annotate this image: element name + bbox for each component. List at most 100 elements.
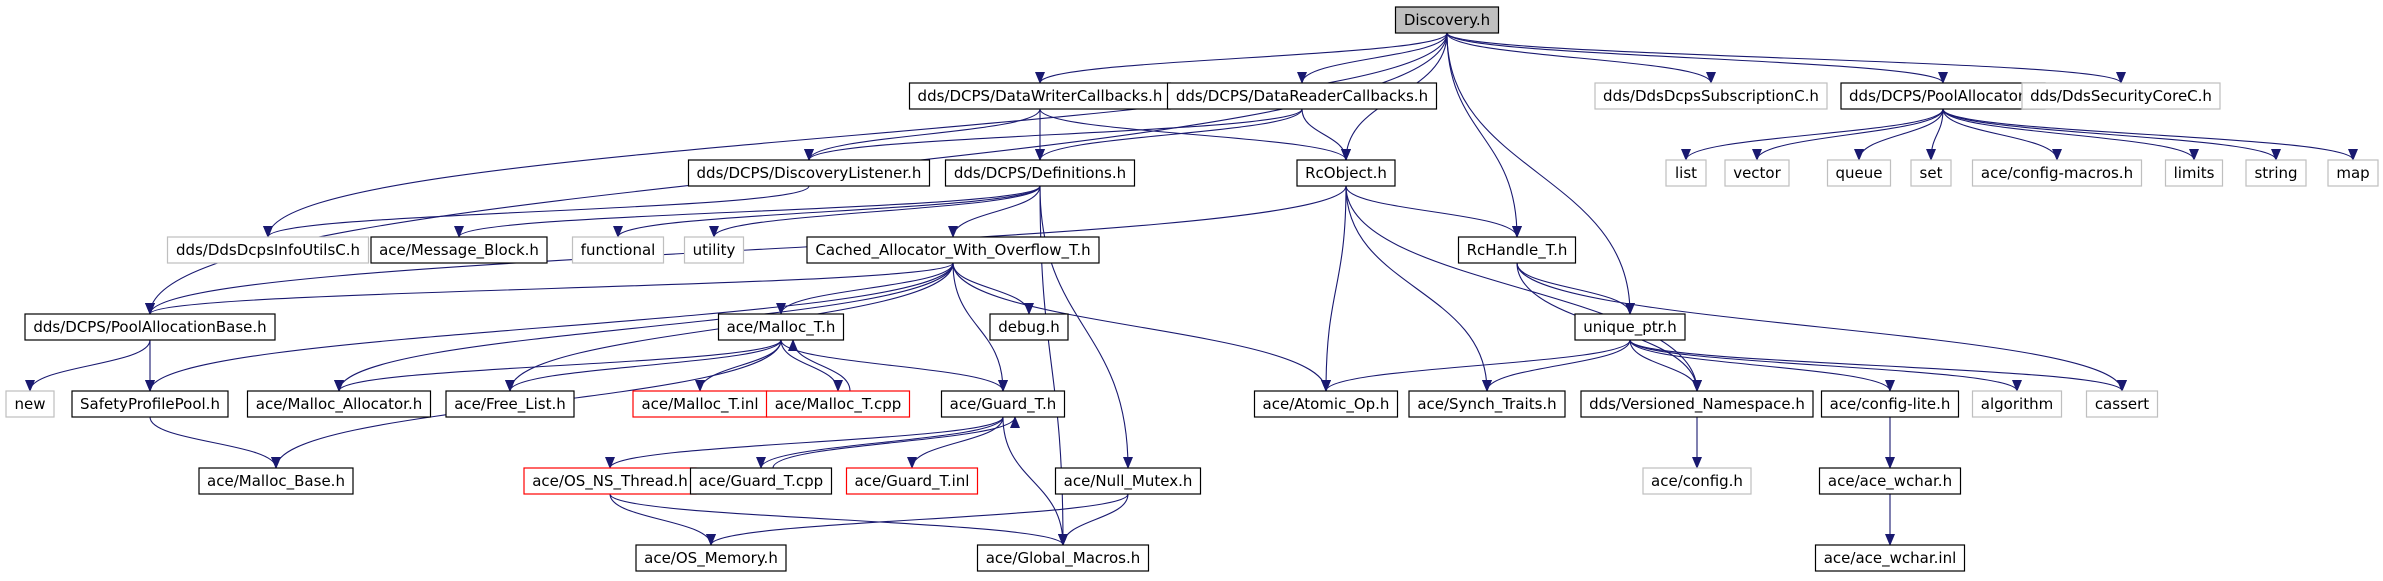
node-versioned[interactable]: dds/Versioned_Namespace.h (1580, 390, 1814, 418)
node-box[interactable] (445, 390, 575, 418)
node-mallocbase[interactable]: ace/Malloc_Base.h (198, 467, 354, 495)
node-debug[interactable]: debug.h (989, 313, 1069, 341)
node-drcb[interactable]: dds/DCPS/DataReaderCallbacks.h (1166, 82, 1438, 110)
node-poolbase[interactable]: dds/DCPS/PoolAllocationBase.h (24, 313, 276, 341)
node-box[interactable] (370, 236, 548, 264)
node-box[interactable] (166, 236, 370, 264)
node-box[interactable] (1642, 467, 1752, 495)
node-rcobj[interactable]: RcObject.h (1296, 159, 1396, 187)
node-box[interactable] (1814, 544, 1966, 572)
node-nullmutex[interactable]: ace/Null_Mutex.h (1054, 467, 1202, 495)
node-guardcpp[interactable]: ace/Guard_T.cpp (689, 467, 833, 495)
node-box[interactable] (1724, 159, 1790, 187)
node-box[interactable] (683, 236, 745, 264)
node-box[interactable] (1820, 390, 1960, 418)
node-acewcharinl[interactable]: ace/ace_wchar.inl (1814, 544, 1966, 572)
node-box[interactable] (989, 313, 1069, 341)
node-aceconfig[interactable]: ace/config.h (1642, 467, 1752, 495)
node-poolalloc[interactable]: dds/DCPS/PoolAllocator.h (1840, 82, 2046, 110)
node-box[interactable] (687, 159, 931, 187)
node-new[interactable]: new (5, 390, 55, 418)
node-subc[interactable]: dds/DdsDcpsSubscriptionC.h (1594, 82, 1828, 110)
node-cached[interactable]: Cached_Allocator_With_Overflow_T.h (806, 236, 1100, 264)
node-box[interactable] (2164, 159, 2224, 187)
node-box[interactable] (1580, 390, 1814, 418)
node-box[interactable] (806, 236, 1100, 264)
node-functional[interactable]: functional (571, 236, 665, 264)
node-box[interactable] (1840, 82, 2046, 110)
node-atomic[interactable]: ace/Atomic_Op.h (1253, 390, 1399, 418)
node-box[interactable] (1971, 159, 2143, 187)
node-guardt[interactable]: ace/Guard_T.h (940, 390, 1066, 418)
node-acewchar[interactable]: ace/ace_wchar.h (1818, 467, 1962, 495)
node-list[interactable]: list (1665, 159, 1707, 187)
node-box[interactable] (1408, 390, 1566, 418)
node-synch[interactable]: ace/Synch_Traits.h (1408, 390, 1566, 418)
node-osmem[interactable]: ace/OS_Memory.h (635, 544, 787, 572)
node-box[interactable] (1826, 159, 1892, 187)
node-dwcb[interactable]: dds/DCPS/DataWriterCallbacks.h (908, 82, 1172, 110)
node-box[interactable] (1665, 159, 1707, 187)
node-safety[interactable]: SafetyProfilePool.h (71, 390, 229, 418)
node-map[interactable]: map (2327, 159, 2379, 187)
node-box[interactable] (198, 467, 354, 495)
node-box[interactable] (632, 390, 768, 418)
node-box[interactable] (940, 390, 1066, 418)
node-box[interactable] (1574, 313, 1686, 341)
node-malloccpp[interactable]: ace/Malloc_T.cpp (765, 390, 911, 418)
node-box[interactable] (1457, 236, 1577, 264)
node-box[interactable] (1971, 390, 2063, 418)
node-utility[interactable]: utility (683, 236, 745, 264)
node-discovery[interactable]: Discovery.h (1394, 6, 1500, 34)
node-osns[interactable]: ace/OS_NS_Thread.h (523, 467, 697, 495)
node-label: ace/Malloc_T.inl (641, 395, 758, 414)
node-box[interactable] (944, 159, 1136, 187)
node-rchandle[interactable]: RcHandle_T.h (1457, 236, 1577, 264)
node-string[interactable]: string (2245, 159, 2307, 187)
node-box[interactable] (1296, 159, 1396, 187)
node-box[interactable] (2327, 159, 2379, 187)
node-cfgmacros[interactable]: ace/config-macros.h (1971, 159, 2143, 187)
node-box[interactable] (2085, 390, 2159, 418)
node-box[interactable] (5, 390, 55, 418)
node-infoutils[interactable]: dds/DdsDcpsInfoUtilsC.h (166, 236, 370, 264)
node-uniqueptr[interactable]: unique_ptr.h (1574, 313, 1686, 341)
node-cfglite[interactable]: ace/config-lite.h (1820, 390, 1960, 418)
node-box[interactable] (1394, 6, 1500, 34)
node-queue[interactable]: queue (1826, 159, 1892, 187)
node-box[interactable] (717, 313, 845, 341)
node-box[interactable] (689, 467, 833, 495)
node-box[interactable] (1054, 467, 1202, 495)
node-secc[interactable]: dds/DdsSecurityCoreC.h (2021, 82, 2221, 110)
node-guardinl[interactable]: ace/Guard_T.inl (845, 467, 979, 495)
node-globalmacros[interactable]: ace/Global_Macros.h (976, 544, 1150, 572)
node-set[interactable]: set (1910, 159, 1952, 187)
node-box[interactable] (976, 544, 1150, 572)
node-box[interactable] (765, 390, 911, 418)
node-msgblock[interactable]: ace/Message_Block.h (370, 236, 548, 264)
node-box[interactable] (2245, 159, 2307, 187)
node-box[interactable] (635, 544, 787, 572)
node-box[interactable] (1594, 82, 1828, 110)
node-box[interactable] (246, 390, 432, 418)
node-box[interactable] (1910, 159, 1952, 187)
node-mallocalloc[interactable]: ace/Malloc_Allocator.h (246, 390, 432, 418)
node-freelist[interactable]: ace/Free_List.h (445, 390, 575, 418)
node-mallocinl[interactable]: ace/Malloc_T.inl (632, 390, 768, 418)
node-limits[interactable]: limits (2164, 159, 2224, 187)
node-box[interactable] (2021, 82, 2221, 110)
node-cassert[interactable]: cassert (2085, 390, 2159, 418)
node-vector[interactable]: vector (1724, 159, 1790, 187)
node-defs[interactable]: dds/DCPS/Definitions.h (944, 159, 1136, 187)
node-box[interactable] (71, 390, 229, 418)
node-box[interactable] (24, 313, 276, 341)
node-box[interactable] (908, 82, 1172, 110)
node-disclist[interactable]: dds/DCPS/DiscoveryListener.h (687, 159, 931, 187)
node-algorithm[interactable]: algorithm (1971, 390, 2063, 418)
node-box[interactable] (1253, 390, 1399, 418)
node-box[interactable] (1818, 467, 1962, 495)
node-malloct[interactable]: ace/Malloc_T.h (717, 313, 845, 341)
node-box[interactable] (1166, 82, 1438, 110)
node-box[interactable] (845, 467, 979, 495)
node-box[interactable] (571, 236, 665, 264)
